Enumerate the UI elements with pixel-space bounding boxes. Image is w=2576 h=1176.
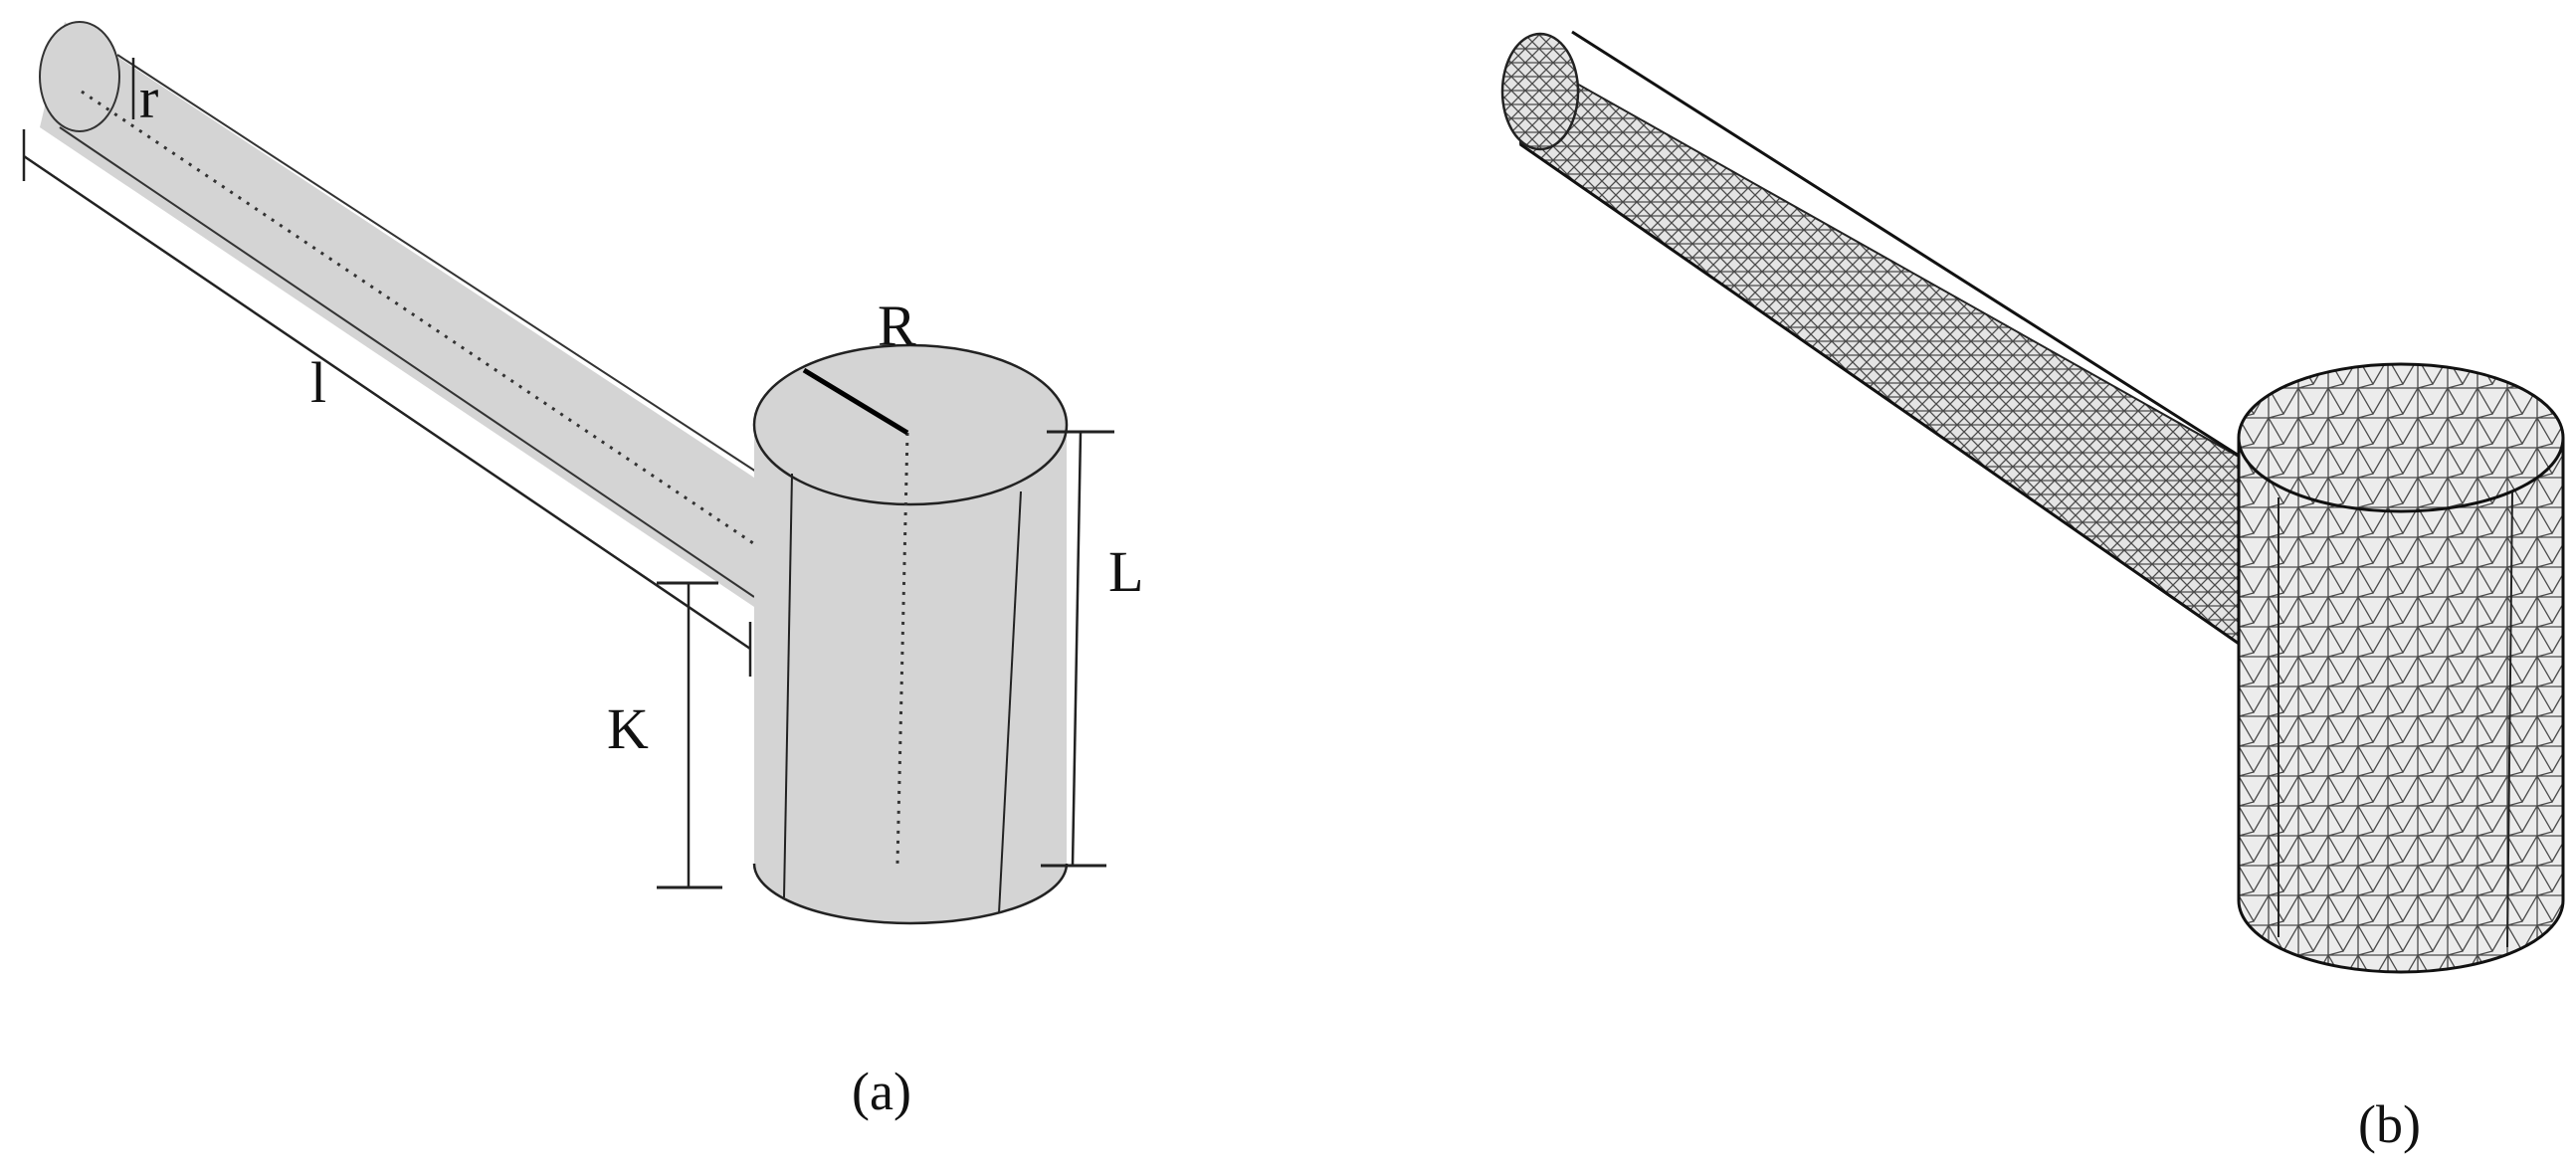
- panel-b-mesh: [1500, 30, 2565, 974]
- panel-a-labels: r l R L K (a): [139, 66, 1143, 1121]
- mesh-rod-body: [1519, 50, 2256, 657]
- caption-b: (b): [2358, 1094, 2421, 1154]
- panel-a-dimensions: [22, 58, 1114, 889]
- mesh-cylinder-body: [2238, 437, 2564, 973]
- dim-L-line: [1071, 431, 1083, 867]
- label-r: r: [139, 66, 158, 130]
- label-l: l: [310, 350, 326, 415]
- dim-l-line: [23, 154, 751, 651]
- rod-top-edge: [116, 54, 757, 473]
- mesh-rod-edge-top: [1571, 30, 2256, 468]
- caption-a: (a): [852, 1062, 911, 1121]
- rod-axis-line: [81, 90, 757, 547]
- panel-a-geometry: [39, 21, 1069, 925]
- mesh-rod-edge-bottom: [1519, 142, 2256, 657]
- cylinder-left-edge: [783, 473, 793, 898]
- cylinder-axis-line: [895, 432, 909, 865]
- label-L: L: [1108, 539, 1143, 604]
- rod-body: [40, 22, 754, 607]
- radius-R-line: [802, 367, 909, 436]
- mesh-rod-end-cap: [1500, 32, 1580, 151]
- mesh-cylinder-bottom-arc: [2237, 899, 2565, 974]
- cylinder-bottom-arc: [752, 863, 1069, 925]
- cylinder-top-face: [752, 343, 1069, 506]
- mesh-cylinder-seam-right: [2506, 491, 2513, 948]
- cylinder-body: [754, 425, 1067, 923]
- label-R: R: [878, 294, 916, 358]
- rod-end-cap: [39, 21, 120, 132]
- rod-bottom-edge: [59, 126, 755, 598]
- label-K: K: [607, 696, 649, 761]
- mesh-cylinder-top-face: [2237, 362, 2565, 513]
- cylinder-right-edge: [998, 490, 1022, 914]
